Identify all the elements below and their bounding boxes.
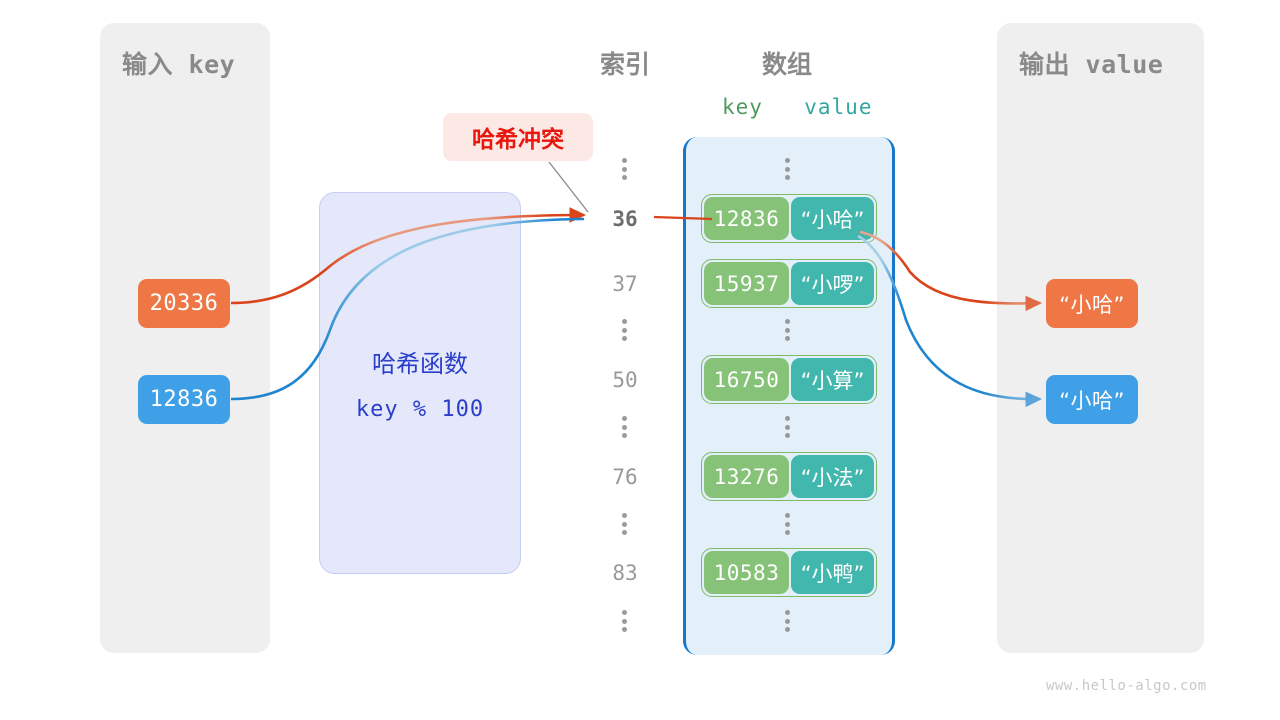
key-value-heading: key value <box>722 95 872 119</box>
collision-leader-line <box>548 161 589 213</box>
output-value-box-0: “小哈” <box>1046 279 1138 328</box>
array-heading: 数组 <box>761 50 812 79</box>
array-entry-83: 10583 “小鸭” <box>701 548 877 597</box>
array-entry-76: 13276 “小法” <box>701 452 877 501</box>
array-entry-37-key: 15937 <box>704 262 789 305</box>
index-dots-1 <box>622 319 628 341</box>
array-entry-37-value: “小啰” <box>790 262 874 305</box>
output-value-panel <box>997 23 1204 653</box>
input-key-panel <box>100 23 270 653</box>
array-dots-2 <box>785 416 791 438</box>
array-entry-36-key: 12836 <box>704 197 789 240</box>
array-entry-50-value: “小算” <box>790 358 874 401</box>
array-dots-3 <box>785 513 791 535</box>
index-dots-2 <box>622 416 628 438</box>
input-key-box-1: 12836 <box>138 375 230 424</box>
input-key-label-0: 20336 <box>149 291 219 316</box>
index-label-76: 76 <box>612 465 638 489</box>
hash-function-box: 哈希函数 key % 100 <box>319 192 521 574</box>
index-label-83: 83 <box>612 561 638 585</box>
index-dots-4 <box>622 610 628 632</box>
array-entry-83-value: “小鸭” <box>790 551 874 594</box>
hash-function-title: 哈希函数 <box>372 350 468 378</box>
array-entry-76-value: “小法” <box>790 455 874 498</box>
index-dots-3 <box>622 513 628 535</box>
array-dots-0 <box>785 158 791 180</box>
key-heading-label: key <box>722 95 763 119</box>
array-entry-50-key: 16750 <box>704 358 789 401</box>
index-label-36: 36 <box>612 207 638 231</box>
hash-function-expression: key % 100 <box>355 397 485 422</box>
output-value-label-0: “小哈” <box>1059 292 1125 317</box>
input-key-label-1: 12836 <box>149 387 219 412</box>
output-value-label-1: “小哈” <box>1059 388 1125 413</box>
input-key-box-0: 20336 <box>138 279 230 328</box>
array-entry-37: 15937 “小啰” <box>701 259 877 308</box>
index-label-50: 50 <box>612 368 638 392</box>
value-heading-label: value <box>804 95 873 119</box>
output-value-box-1: “小哈” <box>1046 375 1138 424</box>
array-entry-36-value: “小哈” <box>790 197 874 240</box>
input-key-panel-title: 输入 key <box>122 50 236 79</box>
array-entry-83-key: 10583 <box>704 551 789 594</box>
array-dots-4 <box>785 610 791 632</box>
index-label-37: 37 <box>612 272 638 296</box>
index-column-heading: 索引 <box>599 50 650 79</box>
array-dots-1 <box>785 319 791 341</box>
output-value-panel-title: 输出 value <box>1019 50 1164 79</box>
index-dots-0 <box>622 158 628 180</box>
hash-collision-callout: 哈希冲突 <box>443 113 593 161</box>
array-entry-36: 12836 “小哈” <box>701 194 877 243</box>
array-entry-76-key: 13276 <box>704 455 789 498</box>
hash-collision-label: 哈希冲突 <box>472 127 564 153</box>
array-entry-50: 16750 “小算” <box>701 355 877 404</box>
watermark: www.hello-algo.com <box>1046 678 1207 694</box>
